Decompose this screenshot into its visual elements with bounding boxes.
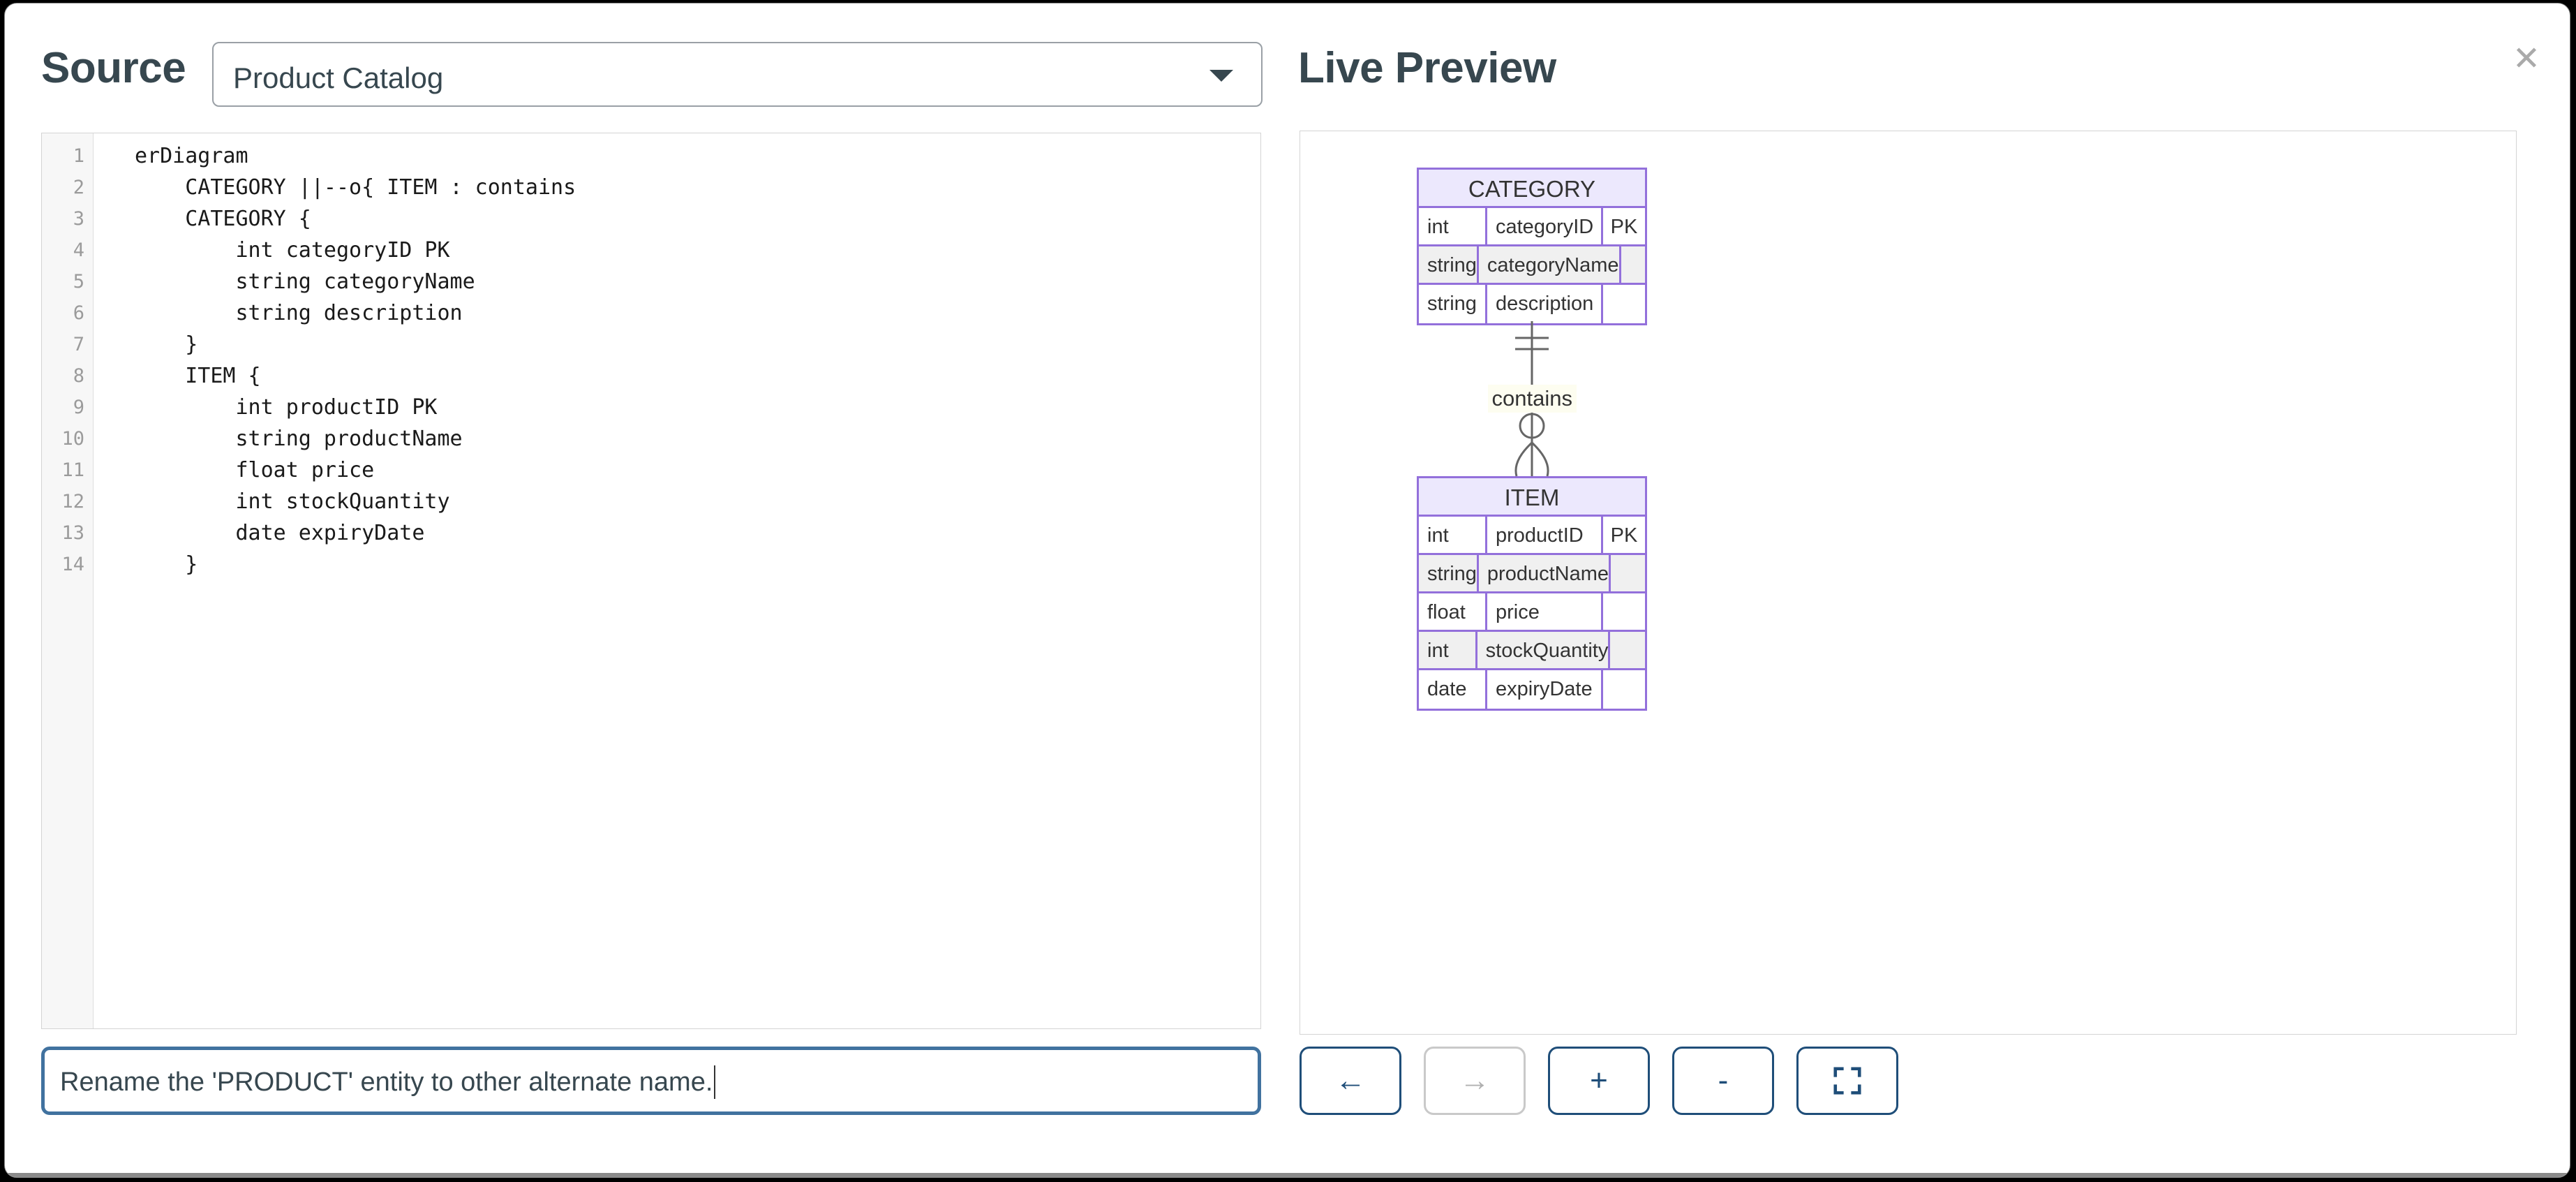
attribute-type: float — [1419, 593, 1487, 630]
code-line[interactable]: string productName — [135, 427, 463, 451]
code-line[interactable]: string categoryName — [135, 269, 475, 294]
pan-left-button[interactable]: ← — [1300, 1047, 1401, 1115]
zoom-in-button[interactable]: + — [1548, 1047, 1650, 1115]
line-number: 6 — [73, 302, 84, 324]
line-number: 11 — [61, 459, 84, 481]
code-line[interactable]: erDiagram — [135, 144, 248, 168]
attribute-name: stockQuantity — [1477, 632, 1611, 668]
attribute-key: PK — [1610, 524, 1638, 547]
line-number: 7 — [73, 334, 84, 355]
attribute-key — [1603, 593, 1645, 630]
code-line[interactable]: string description — [135, 301, 463, 325]
window-bottom-edge — [5, 1173, 2570, 1177]
line-number: 2 — [73, 177, 84, 198]
pan-left-button-label: ← — [1335, 1063, 1366, 1098]
line-number: 3 — [73, 208, 84, 230]
attribute-type: int — [1419, 517, 1487, 553]
line-number: 13 — [61, 522, 84, 544]
fullscreen-icon — [1833, 1067, 1861, 1095]
attribute-name: categoryName — [1479, 246, 1621, 283]
entity-name: ITEM — [1419, 478, 1645, 517]
attribute-type: int — [1419, 208, 1487, 244]
attribute-key — [1611, 555, 1645, 591]
source-panel-title: Source — [41, 44, 186, 92]
code-line[interactable]: date expiryDate — [135, 521, 425, 545]
code-line[interactable]: CATEGORY ||--o{ ITEM : contains — [135, 175, 576, 200]
chevron-down-icon — [1209, 70, 1233, 82]
relationship-label: contains — [1487, 385, 1577, 413]
preview-panel-title: Live Preview — [1298, 44, 1556, 92]
code-line[interactable]: ITEM { — [135, 364, 261, 388]
line-number: 9 — [73, 397, 84, 418]
text-caret — [714, 1065, 715, 1099]
attribute-key: PK — [1610, 216, 1638, 238]
attribute-type: string — [1419, 555, 1479, 591]
diagram-select-value: Product Catalog — [233, 61, 444, 94]
close-icon[interactable]: ✕ — [2512, 40, 2541, 77]
attribute-name: description — [1487, 285, 1603, 323]
prompt-text: Rename the 'PRODUCT' entity to other alt… — [60, 1068, 713, 1097]
attribute-key — [1603, 670, 1645, 709]
attribute-type: string — [1419, 285, 1487, 323]
zoom-out-button[interactable]: - — [1672, 1047, 1774, 1115]
attribute-key — [1603, 285, 1645, 323]
line-number: 12 — [61, 491, 84, 512]
attribute-name: productID — [1487, 517, 1603, 553]
header-bar: Source Product Catalog Live Preview ✕ — [5, 3, 2570, 129]
code-line[interactable]: float price — [135, 458, 375, 482]
attribute-key — [1621, 246, 1645, 283]
attribute-name: price — [1487, 593, 1603, 630]
code-line[interactable]: int categoryID PK — [135, 238, 450, 263]
line-number: 4 — [73, 239, 84, 261]
line-number: 10 — [61, 428, 84, 450]
code-line[interactable]: } — [135, 332, 198, 357]
prompt-input[interactable]: Rename the 'PRODUCT' entity to other alt… — [41, 1047, 1261, 1115]
attribute-type: date — [1419, 670, 1487, 709]
zoom-out-button-label: - — [1718, 1063, 1729, 1098]
code-content[interactable]: erDiagram CATEGORY ||--o{ ITEM : contain… — [94, 133, 1260, 1028]
attribute-name: categoryID — [1487, 208, 1603, 244]
attribute-key — [1610, 632, 1645, 668]
pan-right-button-label: → — [1459, 1063, 1490, 1098]
code-line[interactable]: CATEGORY { — [135, 207, 311, 231]
pan-right-button: → — [1424, 1047, 1526, 1115]
code-line[interactable]: int stockQuantity — [135, 489, 450, 514]
line-number: 8 — [73, 365, 84, 387]
line-number: 1 — [73, 145, 84, 167]
attribute-name: productName — [1479, 555, 1611, 591]
attribute-type: int — [1419, 632, 1477, 668]
code-line[interactable]: } — [135, 552, 198, 577]
line-number: 14 — [61, 554, 84, 575]
entity-name: CATEGORY — [1419, 170, 1645, 208]
diagram-select[interactable]: Product Catalog — [212, 42, 1263, 107]
attribute-name: expiryDate — [1487, 670, 1603, 709]
line-number: 5 — [73, 271, 84, 293]
code-line[interactable]: int productID PK — [135, 395, 438, 420]
preview-toolbar: ← → + - — [1300, 1047, 1898, 1115]
zoom-in-button-label: + — [1590, 1063, 1608, 1098]
attribute-type: string — [1419, 246, 1479, 283]
fullscreen-button[interactable] — [1796, 1047, 1898, 1115]
